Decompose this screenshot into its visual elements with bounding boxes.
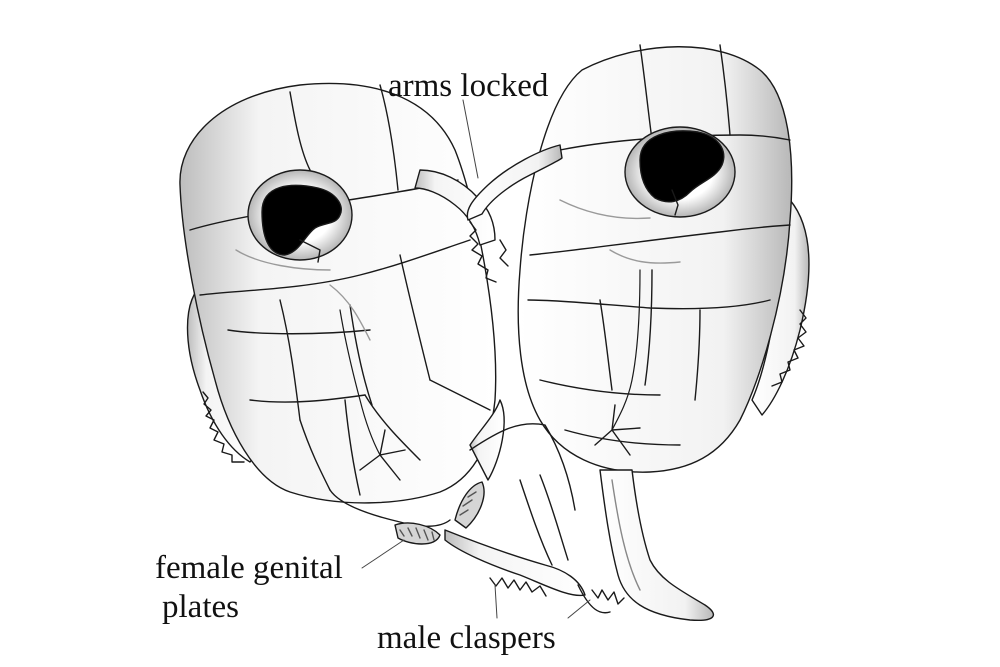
leader-male-claspers-left bbox=[494, 584, 498, 619]
label-female-genital-plates: plates bbox=[162, 589, 239, 625]
right-arm bbox=[466, 144, 563, 221]
left-arm bbox=[414, 169, 496, 246]
right-body bbox=[444, 44, 810, 622]
female-genital-plate-2 bbox=[454, 481, 485, 529]
locked-arms bbox=[414, 144, 563, 283]
leader-lines bbox=[361, 99, 591, 619]
left-body bbox=[179, 82, 505, 545]
leader-arms-locked bbox=[462, 99, 479, 179]
male-clasper-right bbox=[599, 469, 715, 622]
left-eye bbox=[261, 184, 342, 256]
leader-female-genital bbox=[361, 539, 405, 569]
leader-male-claspers-right bbox=[567, 599, 591, 619]
label-female-genital: female genital bbox=[155, 550, 343, 586]
label-arms-locked: arms locked bbox=[388, 68, 549, 104]
label-male-claspers: male claspers bbox=[377, 620, 556, 656]
male-clasper-left bbox=[444, 529, 586, 597]
right-eye bbox=[639, 130, 725, 203]
right-carapace bbox=[517, 46, 793, 473]
